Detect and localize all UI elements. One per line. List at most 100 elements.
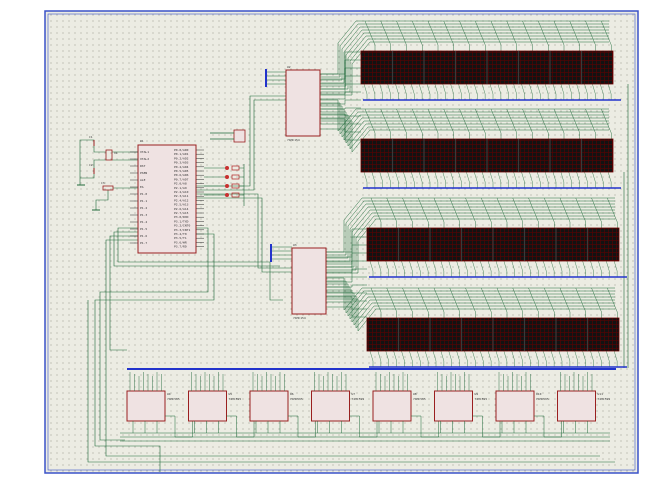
indicator-led — [225, 175, 229, 179]
wire — [558, 350, 563, 367]
wire — [326, 291, 367, 294]
wire — [538, 108, 549, 139]
wire — [418, 287, 429, 318]
wire — [487, 350, 492, 367]
wire — [569, 108, 580, 139]
mcu-pin-label: P0.0/AD0 — [174, 148, 189, 152]
wire — [475, 20, 486, 51]
connector-j1[interactable] — [210, 129, 246, 143]
mcu-pin-label: P2.1/A9 — [174, 186, 187, 190]
wire — [426, 171, 431, 188]
resistor-network[interactable] — [204, 164, 245, 206]
wire — [396, 20, 407, 51]
wire — [326, 277, 615, 311]
wire — [403, 171, 407, 188]
wire — [552, 171, 557, 188]
wire — [585, 20, 596, 51]
led-matrix-panel-4[interactable] — [366, 317, 627, 368]
wire — [591, 197, 602, 228]
wire — [449, 287, 460, 318]
wire — [440, 260, 445, 277]
wire — [497, 171, 502, 188]
wire — [480, 260, 484, 277]
driver-ic-body — [495, 390, 535, 422]
decoder-u3[interactable]: U3 74HC154 — [291, 243, 327, 320]
wire — [601, 108, 612, 139]
mcu-pin-label: P1.1 — [140, 199, 147, 203]
wire — [511, 350, 515, 367]
wire — [512, 287, 523, 318]
wire — [496, 287, 508, 318]
driver-ic-body — [311, 390, 350, 422]
wire — [326, 283, 615, 317]
driver-ic-body — [557, 390, 596, 422]
decoder-u2[interactable]: U2 74HC154 — [285, 65, 321, 142]
wire — [93, 146, 106, 153]
wire — [401, 260, 405, 277]
wire — [528, 287, 539, 318]
led-matrix-panel-3[interactable] — [366, 227, 627, 278]
mcu-pin-label: P2.2/A10 — [174, 190, 189, 194]
wire — [584, 171, 588, 188]
mcu-pin-label: P0.3/AD3 — [174, 161, 189, 165]
wire — [480, 350, 484, 367]
microcontroller-u1[interactable]: U1 XTAL1XTAL2RSTPSENALEEAP1.0P1.1P1.2P1.… — [130, 139, 204, 254]
wire — [598, 260, 602, 277]
wire — [434, 83, 439, 100]
wire — [363, 171, 368, 188]
wire — [113, 231, 280, 267]
wire — [320, 123, 361, 133]
driver-ic-body — [249, 390, 289, 422]
wire — [475, 108, 486, 139]
driver-ic-ref: U7 — [352, 392, 356, 396]
wire — [401, 350, 405, 367]
led-panels — [360, 50, 627, 368]
wire — [326, 298, 615, 332]
wire — [320, 99, 361, 105]
oscillator-circuit[interactable]: X1 C1 C2 C3 — [77, 135, 118, 211]
wire — [427, 108, 439, 139]
driver-ic-part: 74HC595 — [229, 397, 242, 401]
led-matrix-panel-2[interactable] — [360, 138, 621, 189]
wire — [386, 287, 397, 318]
wire — [607, 197, 618, 228]
crystal-symbol — [105, 149, 113, 161]
wire — [537, 171, 541, 188]
mcu-pin-label: P3.6/WR — [174, 240, 187, 244]
wire — [320, 117, 609, 150]
wire — [522, 108, 533, 139]
connector-body — [233, 129, 246, 143]
mcu-pin-label: P2.3/A11 — [174, 194, 189, 198]
wire — [487, 260, 492, 277]
driver-ic-ref: U9 — [475, 392, 479, 396]
wire — [320, 29, 609, 84]
wire — [592, 171, 596, 188]
wire — [326, 276, 367, 283]
led-matrix-panel-1[interactable] — [360, 50, 621, 101]
wire — [535, 260, 539, 277]
wire — [117, 227, 283, 301]
mcu-pin-label: P3.7/RD — [174, 245, 187, 249]
wire — [528, 197, 539, 228]
driver-ic-ref: U4 — [167, 392, 171, 396]
wire — [369, 350, 374, 367]
wire — [489, 83, 494, 100]
mcu-pin-label: P3.5/T1 — [174, 236, 187, 240]
wire — [320, 107, 361, 110]
wire — [506, 108, 517, 139]
wire — [568, 171, 572, 188]
wire — [440, 350, 445, 367]
wire — [403, 83, 407, 100]
wire — [574, 260, 578, 277]
wire — [458, 83, 462, 100]
wire — [326, 280, 615, 314]
wire — [326, 260, 367, 273]
